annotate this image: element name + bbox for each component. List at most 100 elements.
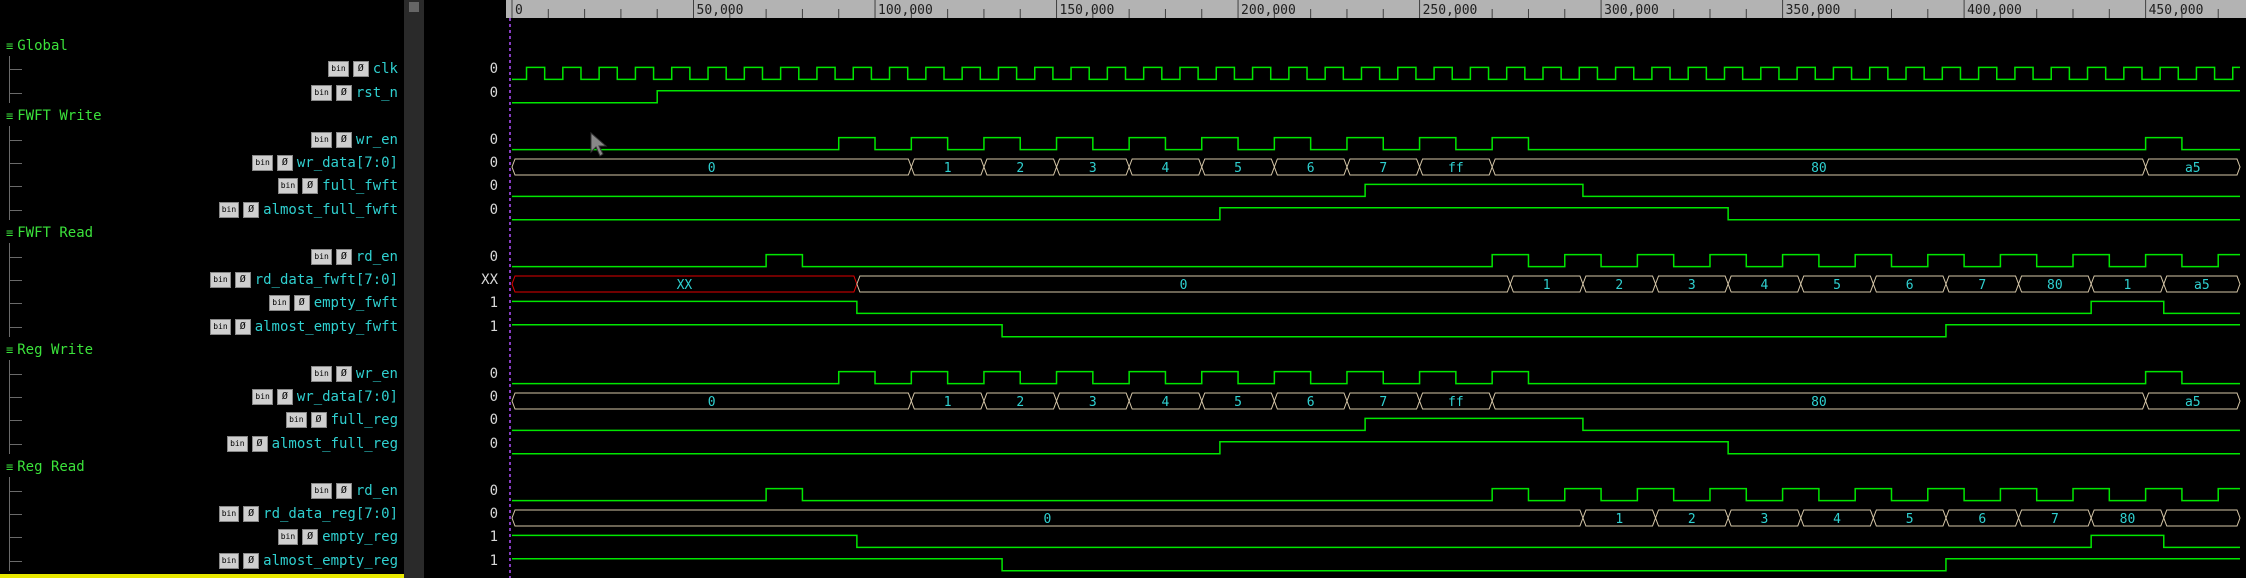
signal-name: wr_en [355, 131, 398, 148]
format-badge[interactable]: bin [218, 552, 240, 569]
bus-segment [2163, 275, 2241, 293]
bus-segment-label: 5 [1906, 512, 1914, 527]
signal-name: rst_n [355, 84, 398, 101]
bus-segment-label: 2 [1615, 278, 1623, 293]
group-reg-read[interactable]: ≡Reg Read [6, 459, 85, 475]
bus-segment-label: 6 [1978, 512, 1986, 527]
signal-value: XX [481, 272, 498, 288]
bit-wave-wr_en [512, 136, 2240, 151]
format-badge[interactable]: bin [311, 482, 332, 499]
signal-type-icon: Ø [335, 84, 352, 101]
ruler-label: 150,000 [1060, 3, 1115, 18]
signal-name: rd_data_reg[7:0] [263, 506, 398, 522]
format-badge[interactable]: bin [311, 131, 332, 148]
format-badge[interactable]: bin [311, 248, 332, 265]
tree-branch [10, 186, 22, 188]
format-badge[interactable]: bin [269, 295, 290, 312]
group-expander-icon[interactable]: ≡ [6, 109, 14, 124]
tree-branch [10, 280, 22, 281]
format-badge[interactable]: bin [311, 365, 332, 382]
format-badge[interactable]: bin [218, 201, 240, 218]
names-scrollbar[interactable] [404, 0, 424, 578]
signal-value: 0 [489, 178, 498, 195]
signal-value: 0 [489, 201, 498, 218]
bus-segment-label: 5 [1234, 161, 1242, 176]
group-reg-write[interactable]: ≡Reg Write [6, 342, 93, 358]
signal-name: wr_data[7:0] [296, 155, 398, 171]
format-badge[interactable]: bin [210, 272, 231, 288]
signal-value: 0 [489, 155, 498, 171]
bit-wave-rd_en [512, 253, 2240, 268]
bus-segment-label: 3 [1089, 395, 1097, 410]
bit-wave-almost_full_fwft [512, 207, 2240, 221]
format-badge[interactable]: bin [328, 61, 349, 78]
signal-value: 0 [489, 435, 498, 452]
group-expander-icon[interactable]: ≡ [6, 460, 14, 475]
bus-segment-label: a5 [2185, 161, 2201, 176]
bus-segment-label: 3 [1688, 278, 1696, 293]
bus-segment-label: 1 [1615, 512, 1623, 527]
signal-value: 1 [489, 295, 498, 312]
format-badge[interactable]: bin [277, 178, 299, 195]
group-fwft-read[interactable]: ≡FWFT Read [6, 225, 93, 241]
format-badge[interactable]: bin [252, 389, 273, 405]
signal-value: 0 [489, 365, 498, 382]
format-badge[interactable]: bin [311, 84, 332, 101]
tree-branch [10, 256, 22, 258]
tree-branch [10, 92, 22, 94]
wave-background [506, 18, 2246, 578]
ruler-label: 100,000 [878, 3, 933, 18]
format-badge[interactable]: bin [277, 529, 299, 546]
tree-branch [10, 69, 22, 71]
signal-value: 1 [489, 318, 498, 335]
group-expander-icon[interactable]: ≡ [6, 343, 14, 358]
time-ruler[interactable] [506, 0, 2246, 18]
tree-line [9, 126, 10, 220]
group-label: FWFT Write [17, 108, 102, 125]
bus-segment [2163, 509, 2241, 527]
group-expander-icon[interactable]: ≡ [6, 226, 14, 241]
format-badge[interactable]: bin [286, 412, 307, 429]
format-badge[interactable]: bin [252, 155, 273, 171]
bit-wave-empty_reg [512, 534, 2240, 549]
group-global[interactable]: ≡Global [6, 38, 68, 54]
bus-segment-label: ff [1448, 395, 1464, 410]
group-expander-icon[interactable]: ≡ [6, 39, 14, 53]
signal-name: full_fwft [322, 178, 398, 195]
group-fwft-write[interactable]: ≡FWFT Write [6, 108, 102, 124]
bit-wave-full_fwft [512, 183, 2240, 198]
scroll-up-arrow-icon[interactable] [409, 2, 419, 12]
format-badge[interactable]: bin [218, 506, 240, 522]
signal-name: full_reg [330, 412, 398, 429]
bus-segment-label: 5 [1833, 278, 1841, 293]
signal-name: almost_full_reg [271, 435, 398, 452]
format-badge[interactable]: bin [227, 435, 248, 452]
tree-branch [10, 163, 22, 164]
format-badge[interactable]: bin [210, 318, 231, 335]
bus-segment-label: 6 [1906, 278, 1914, 293]
bit-wave-almost_empty_reg [512, 558, 2240, 572]
ruler-label: 50,000 [697, 3, 744, 18]
bit-wave-rd_en [512, 487, 2240, 502]
ruler-label: 450,000 [2149, 3, 2204, 18]
